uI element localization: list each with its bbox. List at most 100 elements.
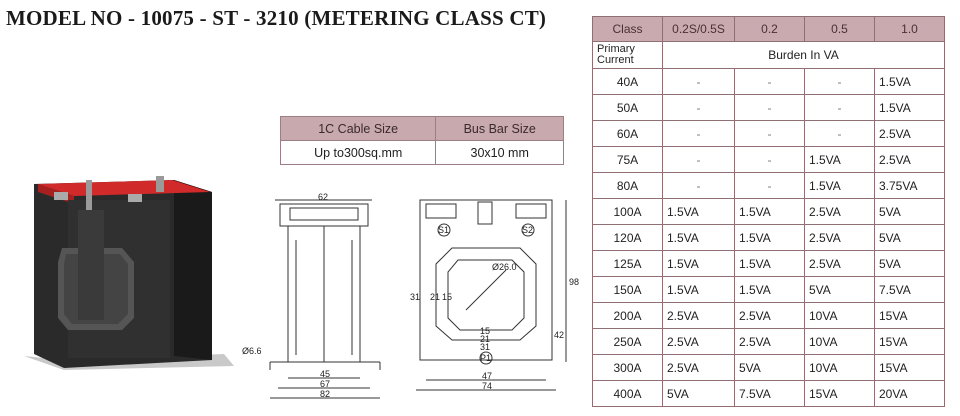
burden-cell: 5VA [874,224,945,251]
burden-cell: 3.75VA [874,172,945,199]
dim-inner: 45 [320,369,330,379]
cable-size-value: Up to300sq.mm [279,140,437,165]
primary-current-cell: 250A [592,328,663,355]
class-header-col: 0.5 [804,16,875,42]
primary-current-cell: 400A [592,380,663,407]
primary-current-cell: 80A [592,172,663,199]
burden-cell: 15VA [804,380,875,407]
burden-cell: 2.5VA [874,146,945,173]
dim-left-height: 31 [410,292,420,302]
burden-cell: 10VA [804,302,875,329]
side-view-drawing: 62 Ø6.6 45 67 82 [242,192,381,399]
dim-bottom-b: 21 [480,334,490,344]
table-row: 60A---2.5VA [592,120,945,147]
burden-cell: 5VA [662,380,735,407]
class-header-col: 0.2S/0.5S [662,16,735,42]
burden-cell: 2.5VA [734,328,805,355]
burden-cell: 2.5VA [804,250,875,277]
dim-diameter: Ø26.0 [492,262,517,272]
burden-cell: 1.5VA [662,198,735,225]
class-header: Class [592,16,663,42]
burden-cell: - [804,94,875,121]
cable-size-table: 1C Cable Size Bus Bar Size Up to300sq.mm… [279,116,564,165]
burden-cell: - [734,172,805,199]
terminal-s2: S2 [522,225,533,235]
primary-current-label: Primary Current [592,41,663,69]
burden-cell: - [662,146,735,173]
burden-cell: - [734,94,805,121]
burden-label: Burden In VA [662,41,945,69]
burden-cell: - [662,120,735,147]
burden-cell: 15VA [874,302,945,329]
dim-base-outer: 74 [482,381,492,391]
burden-cell: 5VA [734,354,805,381]
primary-current-cell: 120A [592,224,663,251]
burden-cell: - [662,94,735,121]
burden-cell: 10VA [804,328,875,355]
burden-cell: 1.5VA [734,198,805,225]
busbar-size-header: Bus Bar Size [435,116,564,141]
front-view-drawing: S1 S2 Ø26.0 98 42 31 21 15 15 21 31 P1 4… [410,199,579,391]
burden-cell: 2.5VA [662,302,735,329]
burden-cell: 2.5VA [662,328,735,355]
dim-lower-height: 42 [554,330,564,340]
table-row: 50A---1.5VA [592,94,945,121]
burden-cell: 1.5VA [734,276,805,303]
dim-inner-a: 21 [430,292,440,302]
dim-bottom-a: 15 [480,326,490,336]
burden-cell: 5VA [874,198,945,225]
burden-cell: 7.5VA [734,380,805,407]
busbar-size-value: 30x10 mm [435,140,564,165]
burden-table: Class 0.2S/0.5S 0.2 0.5 1.0 Primary Curr… [592,16,945,407]
burden-cell: 1.5VA [804,172,875,199]
burden-cell: 15VA [874,328,945,355]
terminal-p1: P1 [480,353,491,363]
burden-cell: - [734,120,805,147]
burden-cell: - [662,68,735,95]
primary-current-cell: 100A [592,198,663,225]
dim-inner-b: 15 [442,292,452,302]
primary-current-cell: 60A [592,120,663,147]
primary-current-cell: 200A [592,302,663,329]
dim-bottom-c: 31 [480,342,490,352]
primary-current-cell: 75A [592,146,663,173]
burden-cell: 1.5VA [734,250,805,277]
burden-cell: 1.5VA [804,146,875,173]
burden-cell: - [662,172,735,199]
ct-product-image [24,176,234,370]
burden-cell: 7.5VA [874,276,945,303]
dim-mid: 67 [320,379,330,389]
burden-cell: 15VA [874,354,945,381]
burden-cell: - [804,120,875,147]
primary-current-cell: 125A [592,250,663,277]
burden-cell: - [734,68,805,95]
burden-cell: 10VA [804,354,875,381]
dim-base-inner: 47 [482,371,492,381]
burden-cell: 2.5VA [874,120,945,147]
burden-cell: 1.5VA [662,250,735,277]
class-header-col: 0.2 [734,16,805,42]
primary-current-cell: 150A [592,276,663,303]
burden-cell: 1.5VA [662,276,735,303]
class-header-col: 1.0 [874,16,945,42]
cable-size-header: 1C Cable Size [279,116,437,141]
dim-height: 98 [569,277,579,287]
terminal-s1: S1 [438,225,449,235]
burden-cell: 1.5VA [734,224,805,251]
primary-current-cell: 40A [592,68,663,95]
burden-cell: 2.5VA [804,224,875,251]
dim-top-width: 62 [318,192,328,202]
burden-cell: 1.5VA [874,94,945,121]
burden-cell: 2.5VA [734,302,805,329]
burden-cell: 2.5VA [804,198,875,225]
